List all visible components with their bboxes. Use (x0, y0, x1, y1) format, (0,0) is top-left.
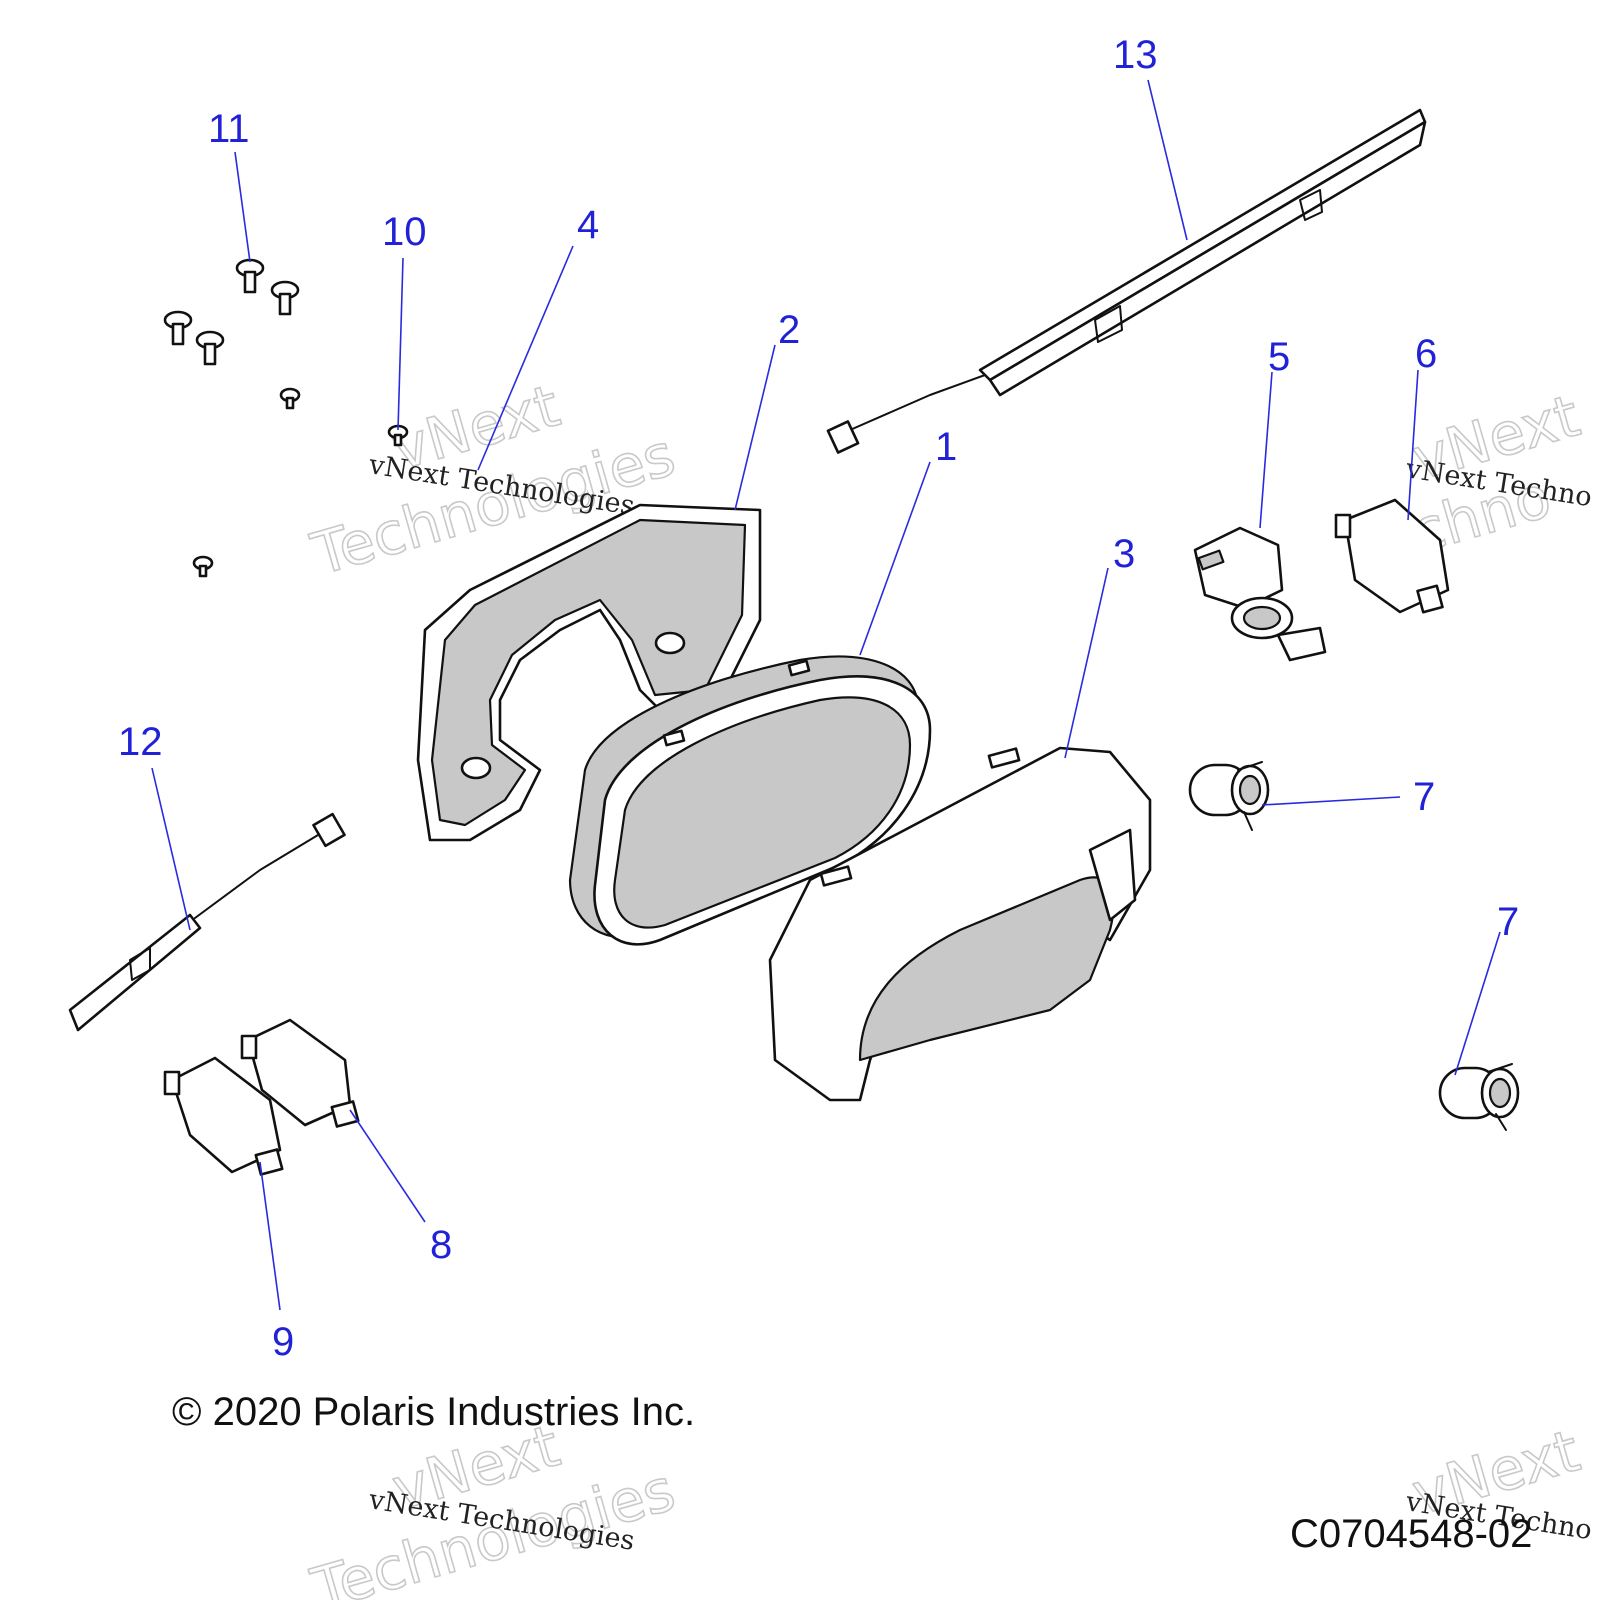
part-6-switch (1334, 498, 1450, 614)
watermark-bottom-left: vNext Technologies vNext Technologies (303, 1411, 682, 1600)
part-3-front-bezel (768, 746, 1152, 1102)
callout-13: 13 (1113, 33, 1158, 77)
bolt (270, 280, 300, 316)
callout-2: 2 (778, 308, 800, 352)
part-13-light-bar (826, 108, 1427, 454)
copyright-notice: © 2020 Polaris Industries Inc. (172, 1390, 696, 1434)
leader-3 (1064, 567, 1109, 759)
leader-13 (1147, 79, 1188, 241)
callout-1: 1 (935, 425, 957, 469)
callout-9: 9 (272, 1320, 294, 1364)
callout-labels: 1 2 3 4 5 6 7 7 8 9 10 11 12 13 (118, 33, 1519, 1364)
part-2-rear-housing (416, 503, 762, 842)
part-5-ignition-switch (1193, 526, 1327, 662)
callout-10: 10 (382, 210, 427, 254)
leader-8 (349, 1109, 426, 1223)
callout-8: 8 (430, 1223, 452, 1267)
callout-3: 3 (1113, 532, 1135, 576)
part-7-socket-upper (1188, 761, 1270, 831)
bolt (163, 310, 193, 346)
part-11-bolts (163, 258, 300, 366)
part-1-instrument-cluster (568, 655, 932, 946)
callout-12: 12 (118, 720, 163, 764)
leader-7a (1261, 796, 1401, 806)
leader-5 (1259, 371, 1273, 529)
callout-7b: 7 (1497, 900, 1519, 944)
leader-12 (151, 767, 191, 931)
part-7-socket-lower (1438, 1063, 1520, 1131)
callout-6: 6 (1415, 332, 1437, 376)
leader-2 (734, 344, 776, 511)
part-8-switch (240, 1018, 360, 1128)
leader-10 (397, 257, 404, 431)
callout-11: 11 (208, 107, 250, 151)
part-10-screws (192, 387, 409, 578)
leader-7b (1454, 931, 1501, 1076)
leader-lines (151, 79, 1501, 1311)
callout-7a: 7 (1413, 775, 1435, 819)
leader-4 (477, 245, 574, 471)
callout-5: 5 (1268, 335, 1290, 379)
leader-11 (234, 151, 251, 263)
leader-9 (259, 1161, 281, 1311)
part-12-led-strip (68, 812, 346, 1032)
callout-4: 4 (577, 203, 599, 247)
leader-1 (859, 461, 931, 656)
leader-6 (1407, 369, 1419, 521)
bolt (195, 330, 225, 366)
part-9-switch (163, 1056, 284, 1176)
bolt (235, 258, 265, 294)
drawing-code: C0704548-02 (1290, 1512, 1533, 1556)
